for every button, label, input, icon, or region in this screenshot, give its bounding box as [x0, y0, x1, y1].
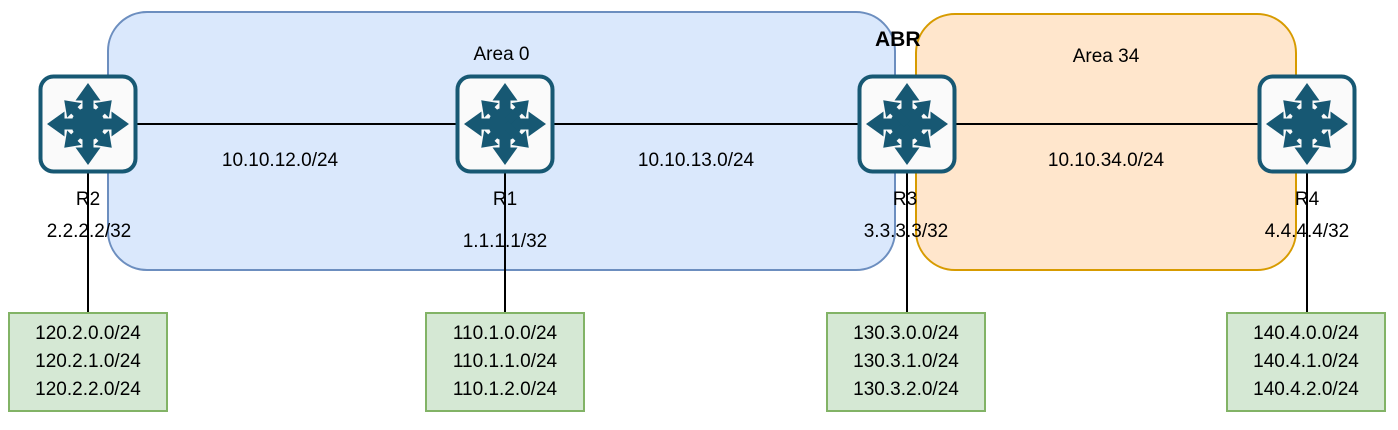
link-label-r3-r4: 10.10.34.0/24: [1047, 150, 1165, 171]
router-r1-icon: [455, 74, 555, 174]
router-r1-loopback: 1.1.1.1/32: [462, 231, 548, 252]
router-r4-name: R4: [1294, 189, 1320, 210]
router-r4-icon: [1257, 74, 1357, 174]
r1-stub-line: [504, 170, 506, 312]
network-entry: 130.3.0.0/24: [853, 323, 959, 344]
r2-networks-box: 120.2.0.0/24 120.2.1.0/24 120.2.2.0/24: [8, 312, 168, 412]
network-entry: 140.4.1.0/24: [1253, 351, 1359, 372]
link-label-r1-r3: 10.10.13.0/24: [637, 150, 755, 171]
r4-stub-line: [1306, 170, 1308, 312]
router-r3-loopback: 3.3.3.3/32: [863, 221, 949, 242]
area-34-label: Area 34: [1072, 46, 1140, 67]
router-r3-name: R3: [892, 189, 918, 210]
network-entry: 120.2.1.0/24: [35, 351, 141, 372]
router-r2-icon: [38, 74, 138, 174]
link-label-r2-r1: 10.10.12.0/24: [221, 150, 339, 171]
network-entry: 120.2.2.0/24: [35, 379, 141, 400]
ospf-area-34-region: Area 34: [915, 13, 1297, 271]
router-r1-name: R1: [492, 189, 518, 210]
r2-stub-line: [87, 170, 89, 312]
network-entry: 110.1.2.0/24: [452, 379, 558, 400]
network-entry: 140.4.2.0/24: [1253, 379, 1359, 400]
network-entry: 110.1.0.0/24: [452, 323, 558, 344]
network-entry: 110.1.1.0/24: [452, 351, 558, 372]
network-entry: 120.2.0.0/24: [35, 323, 141, 344]
router-r2-loopback: 2.2.2.2/32: [46, 221, 132, 242]
r1-networks-box: 110.1.0.0/24 110.1.1.0/24 110.1.2.0/24: [425, 312, 585, 412]
network-entry: 130.3.2.0/24: [853, 379, 959, 400]
area-0-label: Area 0: [473, 44, 530, 65]
r4-networks-box: 140.4.0.0/24 140.4.1.0/24 140.4.2.0/24: [1226, 312, 1386, 412]
router-r3-icon: [857, 74, 957, 174]
router-r4-loopback: 4.4.4.4/32: [1264, 221, 1350, 242]
r3-stub-line: [906, 170, 908, 312]
router-r2-name: R2: [75, 189, 101, 210]
network-entry: 130.3.1.0/24: [853, 351, 959, 372]
abr-label: ABR: [875, 28, 921, 51]
network-entry: 140.4.0.0/24: [1253, 323, 1359, 344]
r3-networks-box: 130.3.0.0/24 130.3.1.0/24 130.3.2.0/24: [826, 312, 986, 412]
link-line: [88, 123, 1307, 125]
